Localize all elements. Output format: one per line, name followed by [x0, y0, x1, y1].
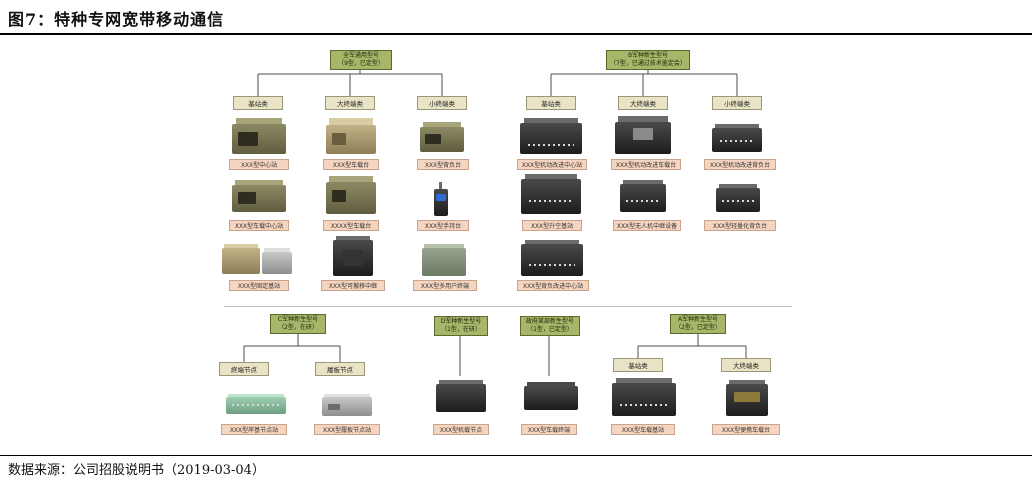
model-note: （7型，已通过技术鉴定会）	[610, 60, 686, 67]
device-label: XXX型多用户终端	[413, 280, 477, 291]
figure-title: 图7：特种专网宽带移动通信	[8, 10, 225, 29]
device-image	[612, 378, 676, 416]
device-image	[420, 122, 464, 152]
device-label: XXX型背负改进中心站	[517, 280, 589, 291]
category-box: 大终端类	[721, 358, 771, 372]
model-box-a: A军种新生型号 （2型，已定型）	[670, 314, 726, 334]
device-label: XXXX型车载台	[323, 220, 379, 231]
device-image	[326, 118, 376, 154]
device-label: XXX型履板节点站	[314, 424, 380, 435]
device-image	[712, 124, 762, 152]
device-image	[716, 184, 760, 212]
device-label: XXX型可搬移中继	[321, 280, 385, 291]
model-title: A军种新生型号	[677, 316, 719, 323]
category-box: 大终端类	[618, 96, 668, 110]
device-image	[434, 182, 448, 216]
model-title: D军种新生型号	[440, 318, 482, 325]
device-image	[521, 240, 583, 276]
device-image	[436, 380, 486, 412]
device-label: XXX型背负台	[417, 159, 469, 170]
device-label: XXX型升空基站	[522, 220, 582, 231]
device-label: XXX型机载节点	[433, 424, 489, 435]
device-label: XXX型车载台	[323, 159, 379, 170]
category-box: 履板节点	[315, 362, 365, 376]
category-box: 基站类	[233, 96, 283, 110]
device-label: XXX型中心站	[229, 159, 289, 170]
bottom-rule	[0, 455, 1032, 456]
category-box: 小终端类	[417, 96, 467, 110]
model-box-universal: 全军通用型号 （9型，已定型）	[330, 50, 392, 70]
device-label: XXX型机动改进背负台	[704, 159, 776, 170]
device-label: XXX型车载基站	[611, 424, 675, 435]
model-box-d: D军种新生型号 （1型，在研）	[434, 316, 488, 336]
category-box: 小终端类	[712, 96, 762, 110]
model-box-b: B军种新生型号 （7型，已通过技术鉴定会）	[606, 50, 690, 70]
device-image	[524, 382, 578, 410]
model-note: （2型，已定型）	[675, 324, 721, 331]
device-image	[520, 118, 582, 154]
device-label: XXX型无人机中继设备	[613, 220, 681, 231]
model-title: 政府某部新生型号	[525, 318, 574, 325]
model-title: B军种新生型号	[627, 52, 669, 59]
device-label: XXX型岸基节点站	[221, 424, 287, 435]
model-box-c: C军种新生型号 （2型，在研）	[270, 314, 326, 334]
device-label: XXX型机动改进中心站	[517, 159, 587, 170]
device-label: XXX型手持台	[417, 220, 469, 231]
device-image	[226, 394, 286, 414]
device-image	[615, 116, 671, 154]
device-label: XXX型车载终端	[521, 424, 577, 435]
device-label: XXX型轻量化背负台	[704, 220, 776, 231]
device-image	[326, 176, 376, 214]
figure-source: 数据来源：公司招股说明书（2019-03-04）	[8, 463, 265, 478]
model-note: （9型，已定型）	[338, 60, 384, 67]
device-label: XXX型机动改进车载台	[611, 159, 681, 170]
device-label: XXX型车载中心站	[229, 220, 289, 231]
device-image	[232, 180, 286, 212]
device-label: XXX型便携车载台	[712, 424, 780, 435]
model-note: （1型，在研）	[441, 326, 481, 333]
model-title: 全军通用型号	[342, 52, 379, 59]
top-rule	[0, 33, 1032, 35]
model-box-gov: 政府某部新生型号 （1型，已定型）	[520, 316, 580, 336]
category-box: 基站类	[526, 96, 576, 110]
device-image	[232, 118, 286, 154]
device-image	[262, 248, 292, 274]
device-label: XXX型固定基站	[229, 280, 289, 291]
device-image	[726, 380, 768, 416]
device-image	[620, 180, 666, 212]
device-image	[222, 244, 260, 274]
model-title: C军种新生型号	[277, 316, 319, 323]
device-image	[422, 244, 466, 276]
category-box: 大终端类	[325, 96, 375, 110]
section-divider	[224, 306, 792, 307]
category-box: 終端节点	[219, 362, 269, 376]
model-note: （2型，在研）	[278, 324, 318, 331]
device-image	[521, 174, 581, 214]
model-note: （1型，已定型）	[527, 326, 573, 333]
device-image	[333, 236, 373, 276]
device-image	[322, 394, 372, 416]
category-box: 基站类	[613, 358, 663, 372]
